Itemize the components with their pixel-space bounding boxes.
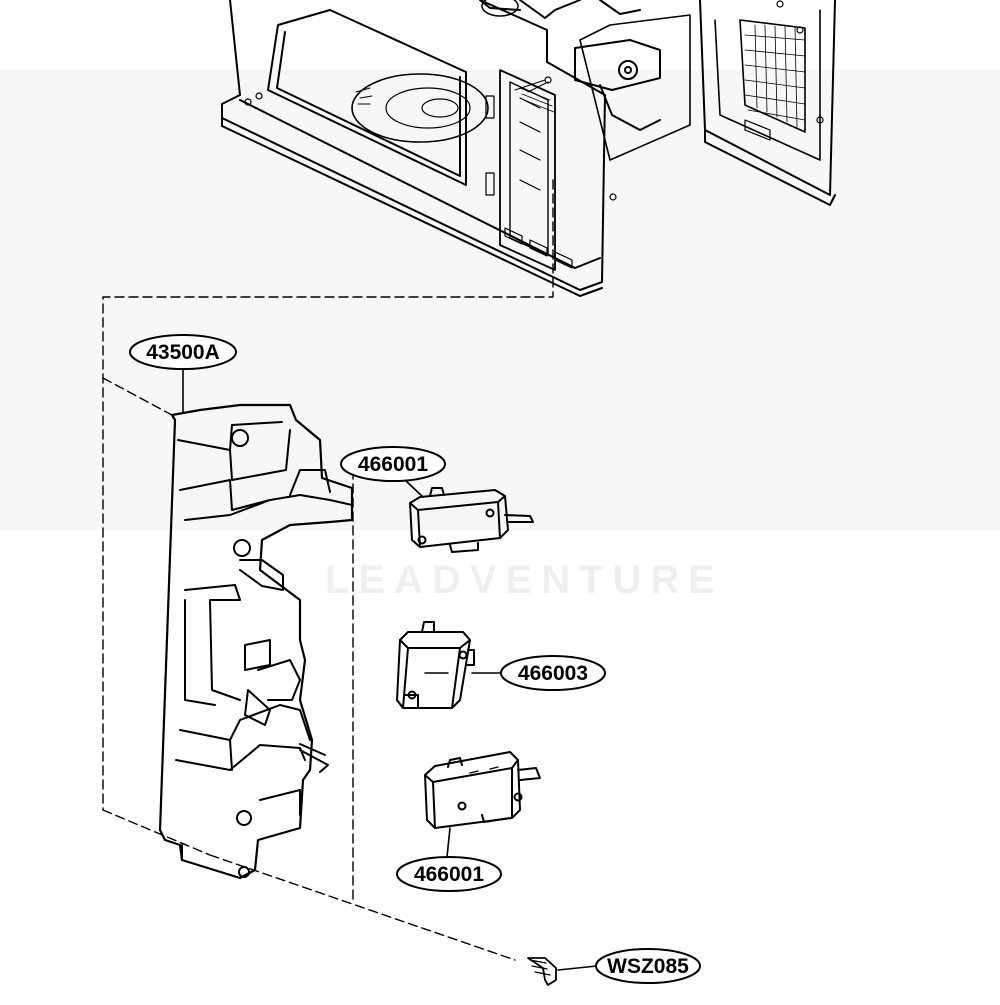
callout-466003: 466003 — [500, 655, 606, 691]
micro-switch-top-part — [409, 487, 534, 553]
microwave-cavity — [221, 0, 836, 297]
callout-label-WSZ085: WSZ085 — [607, 955, 689, 978]
callout-466001-bottom: 466001 — [396, 856, 502, 892]
screw-part — [527, 957, 557, 986]
micro-switch-bottom-part — [424, 751, 541, 829]
callout-label-466003: 466003 — [518, 662, 588, 685]
callout-label-43500A: 43500A — [146, 341, 220, 364]
callout-466001-top: 466001 — [340, 446, 446, 482]
callout-43500A: 43500A — [129, 334, 237, 370]
callout-leaders — [182, 367, 598, 971]
phantom-lines — [102, 179, 554, 961]
callout-WSZ085: WSZ085 — [595, 948, 701, 984]
callout-label-466001-top: 466001 — [358, 453, 428, 476]
latch-board-part — [158, 403, 354, 880]
micro-switch-middle-part — [396, 621, 475, 709]
watermark-text: LEADVENTURE — [325, 558, 724, 602]
callout-label-466001-bottom: 466001 — [414, 863, 484, 886]
